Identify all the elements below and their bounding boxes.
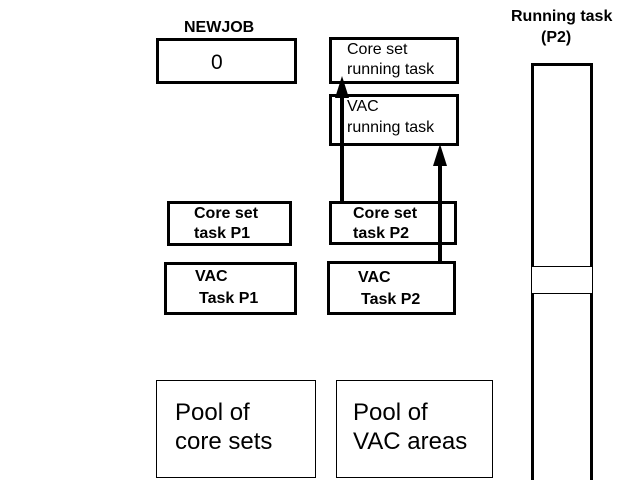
vac-running-line1: VAC: [347, 98, 379, 115]
vac-p1-line2: Task P1: [199, 290, 259, 307]
core-set-p1-line1: Core set: [194, 205, 259, 222]
newjob-box: 0: [156, 38, 297, 84]
vac-running-line2: running task: [347, 119, 435, 136]
running-task-title-line2: (P2): [541, 29, 572, 46]
core-set-task-p1-box: Core set task P1: [167, 201, 292, 246]
pool-vac-areas-box: Pool of VAC areas: [336, 380, 493, 478]
core-set-p2-line1: Core set: [353, 205, 418, 222]
core-set-p2-line2: task P2: [353, 225, 410, 242]
newjob-title: NEWJOB: [184, 19, 255, 36]
vac-p2-line1: VAC: [358, 269, 391, 286]
arrow-vac-p2-to-running-head: [433, 144, 447, 166]
vac-running-task-box: VAC running task: [329, 94, 459, 146]
pool-core-sets-box: Pool of core sets: [156, 380, 316, 478]
pool-vac-areas-line2: VAC areas: [353, 428, 468, 455]
newjob-value: 0: [211, 51, 223, 74]
core-set-running-line2: running task: [347, 61, 435, 78]
running-task-bar-segment: [531, 266, 593, 294]
pool-core-sets-line1: Pool of: [175, 399, 250, 426]
vac-task-p1-box: VAC Task P1: [164, 262, 297, 315]
running-task-title-line1: Running task: [511, 8, 613, 25]
core-set-p1-line2: task P1: [194, 225, 251, 242]
vac-task-p2-box: VAC Task P2: [327, 261, 456, 315]
vac-p1-line1: VAC: [195, 268, 228, 285]
core-set-running-task-box: Core set running task: [329, 37, 459, 84]
core-set-running-line1: Core set: [347, 41, 408, 58]
core-set-task-p2-box: Core set task P2: [329, 201, 457, 245]
pool-vac-areas-line1: Pool of: [353, 399, 428, 426]
pool-core-sets-line2: core sets: [175, 428, 273, 455]
vac-p2-line2: Task P2: [361, 291, 421, 308]
